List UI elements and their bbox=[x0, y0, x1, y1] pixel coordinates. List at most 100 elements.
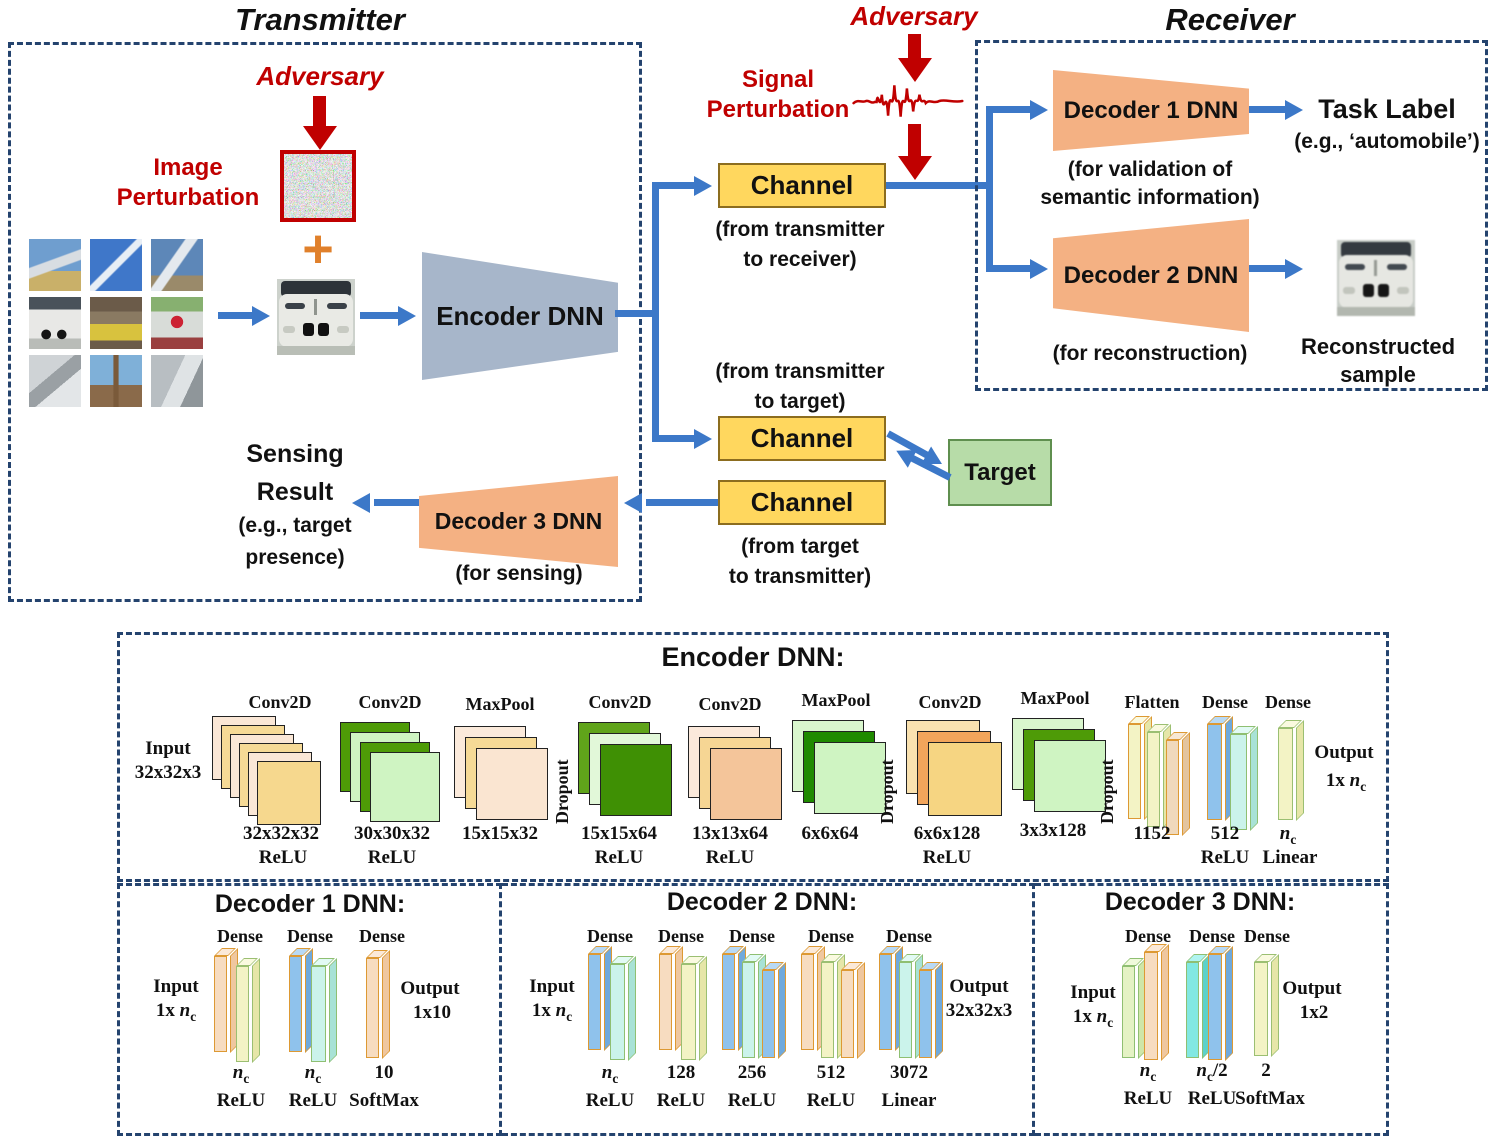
decoder2-caption: (for reconstruction) bbox=[1052, 342, 1248, 365]
d2-act-5: Linear bbox=[881, 1090, 937, 1111]
d2-act-3: ReLU bbox=[727, 1090, 777, 1111]
channel3-caption-1: (from target bbox=[741, 535, 859, 558]
d2-dim-2: 128 bbox=[666, 1062, 696, 1083]
act-conv2: ReLU bbox=[367, 847, 417, 868]
plus-icon: + bbox=[302, 219, 334, 279]
d3-slab-1b bbox=[1144, 952, 1158, 1060]
dropout-label-3: Dropout bbox=[1097, 759, 1117, 824]
d1-slab-2a bbox=[289, 956, 302, 1052]
receiver-title: Receiver bbox=[1165, 2, 1295, 37]
layer-name-conv3: Conv2D bbox=[588, 692, 652, 712]
d3-output-label: Output bbox=[1282, 978, 1342, 999]
sensing-result-3: (e.g., target bbox=[238, 514, 352, 537]
sample-image-bird-2 bbox=[151, 355, 203, 407]
layer-name-flatten: Flatten bbox=[1124, 692, 1180, 712]
line-decoder3-to-sensing bbox=[374, 499, 419, 506]
channel1-caption-2: to receiver) bbox=[743, 248, 857, 271]
d2-act-1: ReLU bbox=[585, 1090, 635, 1111]
conv5-stack bbox=[906, 720, 1002, 816]
d1-slab-3 bbox=[366, 958, 379, 1058]
d3-slab-3 bbox=[1254, 962, 1268, 1056]
act-dense1: ReLU bbox=[1200, 847, 1250, 868]
d2-dense-4: Dense bbox=[808, 926, 854, 946]
arrow-sample-to-encoder-head bbox=[398, 306, 416, 326]
encoder-output-label: Output bbox=[1314, 742, 1374, 763]
act-conv4: ReLU bbox=[705, 847, 755, 868]
act-conv1: ReLU bbox=[258, 847, 308, 868]
decoder1-caption-2: semantic information) bbox=[1040, 186, 1260, 209]
d2-dim-5: 3072 bbox=[890, 1062, 928, 1083]
sample-image-airplane-2 bbox=[90, 239, 142, 291]
d3-output-dim: 1x2 bbox=[1299, 1002, 1329, 1023]
line-channel1-to-receiver bbox=[886, 182, 993, 189]
d3-act-1: ReLU bbox=[1123, 1088, 1173, 1109]
line-transmitter-trunk bbox=[652, 182, 659, 442]
decoder1-dnn-label: Decoder 1 DNN bbox=[1063, 96, 1239, 124]
arrow-into-decoder1 bbox=[1030, 100, 1048, 120]
d2-dense-5: Dense bbox=[886, 926, 932, 946]
d1-dense-3: Dense bbox=[359, 926, 405, 946]
layer-name-conv4: Conv2D bbox=[698, 694, 762, 714]
flatten-slab-1 bbox=[1128, 724, 1141, 819]
encoder-panel-title: Encoder DNN: bbox=[661, 642, 845, 672]
d3-dim-2: nc/2 bbox=[1196, 1060, 1228, 1084]
conv4-stack bbox=[688, 726, 782, 820]
d2-slab-3a bbox=[722, 954, 735, 1050]
encoder-output-dim: 1x nc bbox=[1325, 770, 1367, 794]
dim-maxpool1: 15x15x32 bbox=[462, 823, 538, 844]
dim-dense1: 512 bbox=[1210, 823, 1240, 844]
act-dense2: Linear bbox=[1262, 847, 1318, 868]
d2-act-2: ReLU bbox=[656, 1090, 706, 1111]
dropout-label-1: Dropout bbox=[552, 759, 572, 824]
channel2-box: Channel bbox=[718, 416, 886, 461]
layer-name-dense1: Dense bbox=[1202, 692, 1248, 712]
dim-maxpool3: 3x3x128 bbox=[1019, 820, 1087, 841]
target-label: Target bbox=[964, 458, 1036, 486]
adversary-label-transmitter: Adversary bbox=[256, 61, 384, 91]
decoder3-panel bbox=[1035, 883, 1389, 1136]
flatten-slab-2 bbox=[1147, 732, 1160, 827]
signal-perturbation-label-1: Signal bbox=[741, 66, 815, 93]
adversary-arrow-3 bbox=[908, 124, 921, 158]
decoder3-dnn-label: Decoder 3 DNN bbox=[434, 508, 603, 534]
sensing-result-4: presence) bbox=[245, 546, 345, 569]
d2-slab-4c bbox=[841, 970, 854, 1058]
d1-input-dim: 1x nc bbox=[155, 1000, 197, 1024]
channel2-caption-1: (from transmitter bbox=[715, 360, 885, 383]
sample-image-car-1 bbox=[29, 297, 81, 349]
image-perturbation-label-2: Perturbation bbox=[116, 184, 260, 211]
adversary-arrow-2 bbox=[908, 34, 921, 60]
perturbation-noise-image bbox=[280, 150, 356, 222]
d3-dense-3: Dense bbox=[1244, 926, 1290, 946]
decoder3-panel-title: Decoder 3 DNN: bbox=[1104, 888, 1296, 916]
d3-dense-1: Dense bbox=[1125, 926, 1171, 946]
d2-slab-4a bbox=[801, 954, 814, 1050]
d2-dense-3: Dense bbox=[729, 926, 775, 946]
arrow-into-channel2 bbox=[694, 429, 712, 449]
d2-dim-1: nc bbox=[601, 1062, 619, 1086]
selected-sample-image bbox=[277, 279, 355, 360]
act-conv3: ReLU bbox=[594, 847, 644, 868]
signal-perturbation-label-2: Perturbation bbox=[706, 96, 850, 123]
d3-input-dim: 1x nc bbox=[1072, 1006, 1114, 1030]
dense512-slab-blue bbox=[1207, 724, 1222, 820]
sample-image-car-2 bbox=[90, 297, 142, 349]
sample-image-airplane-1 bbox=[29, 239, 81, 291]
d2-dense-2: Dense bbox=[658, 926, 704, 946]
sample-image-airplane-3 bbox=[151, 239, 203, 291]
encoder-panel bbox=[117, 632, 1389, 882]
sample-image-car-3 bbox=[151, 297, 203, 349]
sample-image-ostrich bbox=[90, 355, 142, 407]
reconstructed-label-1: Reconstructed bbox=[1300, 334, 1456, 359]
channel1-label: Channel bbox=[750, 170, 854, 200]
reconstructed-sample-image bbox=[1337, 240, 1415, 321]
d1-act-3: SoftMax bbox=[349, 1090, 419, 1111]
d1-output-label: Output bbox=[400, 978, 460, 999]
d1-dense-2: Dense bbox=[287, 926, 333, 946]
d1-slab-1b bbox=[236, 966, 249, 1062]
d2-dim-3: 256 bbox=[737, 1062, 767, 1083]
dim-conv2: 30x30x32 bbox=[354, 823, 430, 844]
layer-name-dense2: Dense bbox=[1265, 692, 1311, 712]
encoder-input-label: Input bbox=[145, 738, 191, 759]
arrow-grid-to-sample-head bbox=[252, 306, 270, 326]
